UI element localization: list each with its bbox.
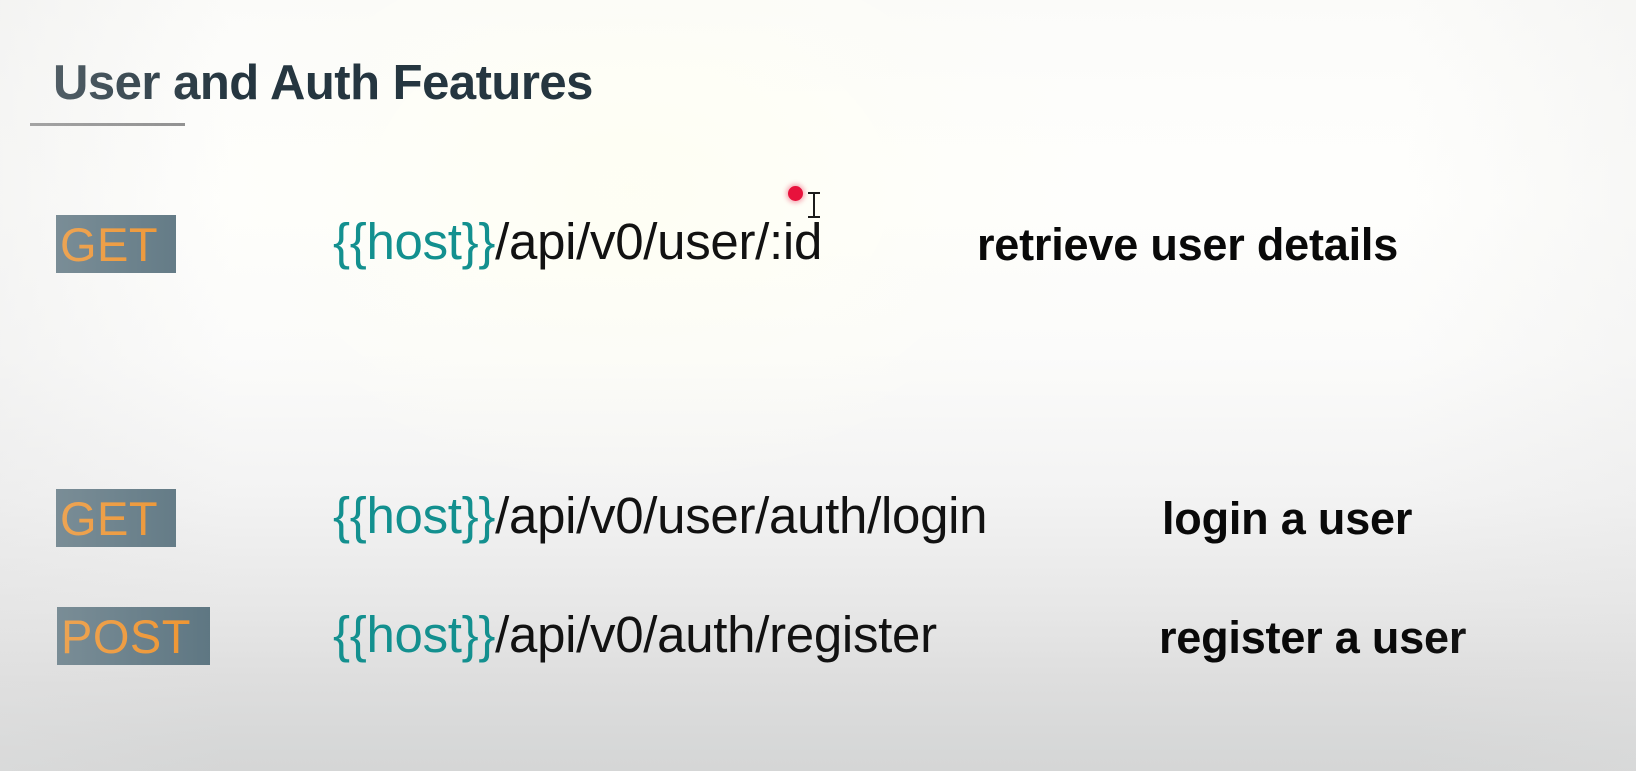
host-variable: {{host}}: [333, 213, 496, 270]
endpoint-row: GET {{host}}/api/v0/user/:id retrieve us…: [0, 208, 1636, 278]
endpoint-row: POST {{host}}/api/v0/auth/register regis…: [0, 601, 1636, 671]
endpoint-url[interactable]: {{host}}/api/v0/user/:id: [333, 212, 822, 271]
method-label: GET: [60, 492, 159, 545]
http-method-badge-post[interactable]: POST: [57, 607, 210, 665]
endpoint-path: /api/v0/user/auth/login: [495, 487, 988, 544]
http-method-badge-get[interactable]: GET: [56, 215, 176, 273]
host-variable: {{host}}: [333, 487, 496, 544]
title-underline-rule: [30, 123, 185, 126]
endpoint-description: retrieve user details: [977, 219, 1399, 270]
i-beam-text-cursor-icon: [807, 190, 821, 220]
endpoint-description: login a user: [1162, 493, 1413, 544]
endpoint-path: /api/v0/auth/register: [495, 606, 937, 663]
red-dot-click-marker-icon: [788, 186, 803, 201]
http-method-badge-get[interactable]: GET: [56, 489, 176, 547]
page-title: User and Auth Features: [53, 55, 593, 110]
host-variable: {{host}}: [333, 606, 496, 663]
method-label: GET: [60, 218, 159, 271]
endpoint-row: GET {{host}}/api/v0/user/auth/login logi…: [0, 482, 1636, 552]
endpoint-path: /api/v0/user/:id: [495, 213, 823, 270]
endpoint-url[interactable]: {{host}}/api/v0/user/auth/login: [333, 486, 988, 545]
endpoint-description: register a user: [1159, 612, 1467, 663]
method-label: POST: [61, 610, 191, 663]
endpoint-url[interactable]: {{host}}/api/v0/auth/register: [333, 605, 937, 664]
